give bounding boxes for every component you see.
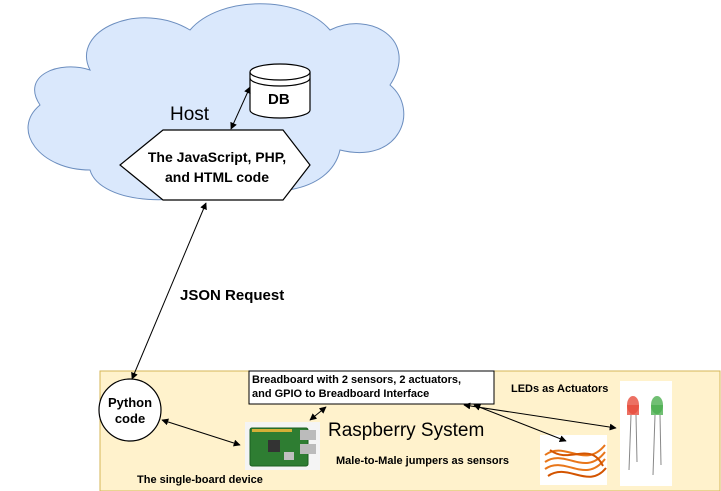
breadboard-line2: and GPIO to Breadboard Interface	[252, 388, 430, 400]
json-request-label: JSON Request	[180, 287, 285, 304]
host-cloud	[27, 3, 405, 201]
jumper-wires-image	[540, 435, 607, 485]
leds-label: LEDs as Actuators	[511, 383, 609, 395]
python-label: Python code	[100, 395, 160, 427]
web-code-label: The JavaScript, PHP, and HTML code	[132, 147, 302, 187]
web-code-hexagon	[119, 129, 311, 201]
arrow-python-host	[131, 202, 207, 380]
host-label: Host	[170, 104, 210, 125]
breadboard-label: Breadboard with 2 sensors, 2 actuators, …	[252, 373, 461, 401]
arrow-breadboard-leds	[463, 402, 617, 431]
breadboard-box	[248, 370, 495, 405]
web-code-line2: and HTML code	[165, 169, 269, 185]
web-code-line1: The JavaScript, PHP,	[147, 149, 287, 165]
python-line1: Python	[107, 395, 153, 410]
arrow-code-db	[230, 86, 251, 130]
python-circle	[98, 378, 162, 442]
db-cylinder	[249, 63, 311, 119]
arrow-python-board	[161, 418, 241, 447]
arrow-board-breadboard	[309, 406, 327, 421]
python-line2: code	[114, 411, 146, 426]
breadboard-line1: Breadboard with 2 sensors, 2 actuators,	[252, 374, 462, 386]
db-label: DB	[268, 91, 290, 108]
sbc-label: The single-board device	[137, 474, 263, 486]
raspberry-system-label: Raspberry System	[328, 420, 485, 441]
leds-image	[620, 381, 672, 486]
jumpers-label: Male-to-Male jumpers as sensors	[336, 455, 510, 467]
raspberry-pi-board-image	[245, 422, 320, 470]
